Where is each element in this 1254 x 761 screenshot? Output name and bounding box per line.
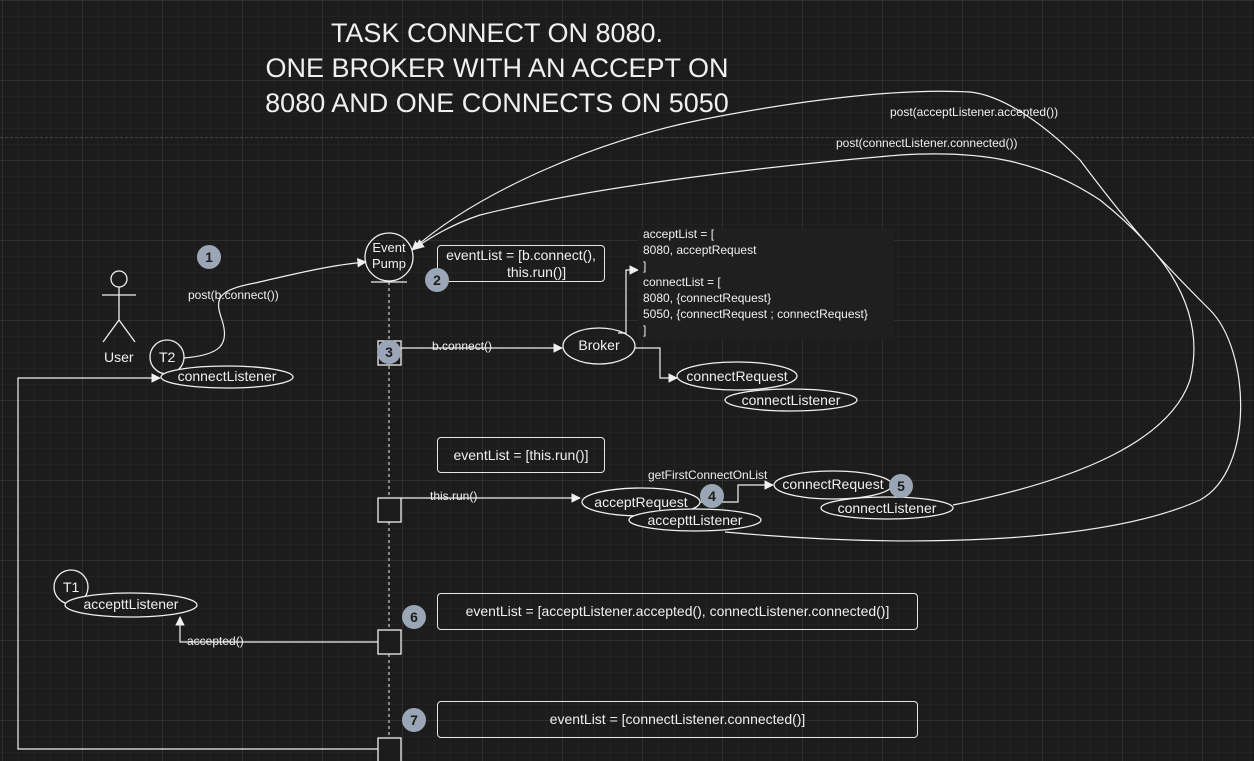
edge-this-run-label: this.run() (430, 489, 478, 503)
connect-listener-broker-shape[interactable] (724, 388, 858, 412)
step-badge-7: 7 (402, 708, 426, 732)
edge-broker-to-state[interactable] (618, 265, 639, 334)
event-list-box-3[interactable]: eventList = [acceptListener.accepted(), … (437, 593, 918, 630)
broker-state-text: acceptList = [ 8080, acceptRequest ] con… (643, 227, 868, 337)
connect-request-1-label: connectRequest (686, 368, 788, 384)
step-badge-2: 2 (425, 268, 449, 292)
accept-listener-t1-shape[interactable] (64, 592, 198, 618)
title-line-3: 8080 AND ONE CONNECTS ON 5050 (265, 88, 729, 118)
step-badge-1: 1 (197, 245, 221, 269)
edge-get-first-connect-label: getFirstConnectOnList (648, 468, 768, 482)
event-list-box-2[interactable]: eventList = [this.run()] (437, 437, 605, 473)
step-badge-5: 5 (889, 474, 913, 498)
accept-listener-t1-label: accepttListener (83, 596, 179, 612)
edge-b-connect-label: b.connect() (432, 339, 493, 353)
event-list-box-1[interactable]: eventList = [b.connect(), this.run()] (437, 245, 605, 282)
activation-box-run[interactable] (377, 497, 402, 523)
t2-label: T2 (159, 349, 176, 365)
connect-listener-req-label: connectListener (837, 500, 937, 516)
t1-label: T1 (63, 579, 80, 595)
user-actor-icon[interactable] (102, 270, 136, 343)
edge-post-connect[interactable] (183, 257, 367, 359)
edge-connected-return[interactable] (17, 373, 378, 750)
edge-post-connected[interactable] (414, 153, 1195, 506)
edge-post-accepted[interactable] (411, 90, 1242, 542)
connect-listener-req-shape[interactable] (820, 496, 954, 520)
edge-post-accepted-label: post(acceptListener.accepted()) (890, 105, 1059, 119)
edge-post-connect-label: post(b.connect()) (188, 288, 279, 302)
activation-box-6[interactable] (377, 629, 402, 655)
title-line-2: ONE BROKER WITH AN ACCEPT ON (265, 53, 729, 83)
connect-request-2-label: connectRequest (782, 476, 884, 492)
edge-post-connected-label: post(connectListener.connected()) (836, 136, 1018, 150)
accept-listener-req-label: accepttListener (647, 512, 743, 528)
activation-box-7[interactable] (377, 737, 402, 761)
user-label: User (104, 349, 134, 365)
connect-listener-user-shape[interactable] (160, 365, 294, 389)
edge-accepted[interactable] (175, 616, 378, 643)
edge-broker-to-connect-request[interactable] (635, 347, 678, 383)
broker-label: Broker (578, 337, 620, 353)
broker-node[interactable] (562, 327, 636, 365)
event-pump-label: Event Pump (369, 240, 409, 272)
broker-state-background (638, 228, 894, 340)
page-divider (0, 137, 1254, 138)
step-badge-3: 3 (377, 340, 401, 364)
accept-listener-req-shape[interactable] (628, 508, 762, 532)
event-pump-label-line2: Pump (372, 256, 406, 271)
diagram-title: TASK CONNECT ON 8080. ONE BROKER WITH AN… (247, 16, 747, 121)
connect-listener-user-label: connectListener (177, 368, 277, 384)
title-line-1: TASK CONNECT ON 8080. (330, 18, 664, 48)
step-badge-4: 4 (700, 484, 724, 508)
event-pump-label-line1: Event (372, 240, 406, 255)
edge-accepted-label: accepted() (187, 634, 244, 648)
event-pump-node[interactable] (364, 232, 414, 282)
accept-request-label: acceptRequest (594, 494, 688, 510)
event-list-box-4[interactable]: eventList = [connectListener.connected()… (437, 701, 918, 738)
connect-listener-broker-label: connectListener (741, 392, 841, 408)
step-badge-6: 6 (402, 605, 426, 629)
